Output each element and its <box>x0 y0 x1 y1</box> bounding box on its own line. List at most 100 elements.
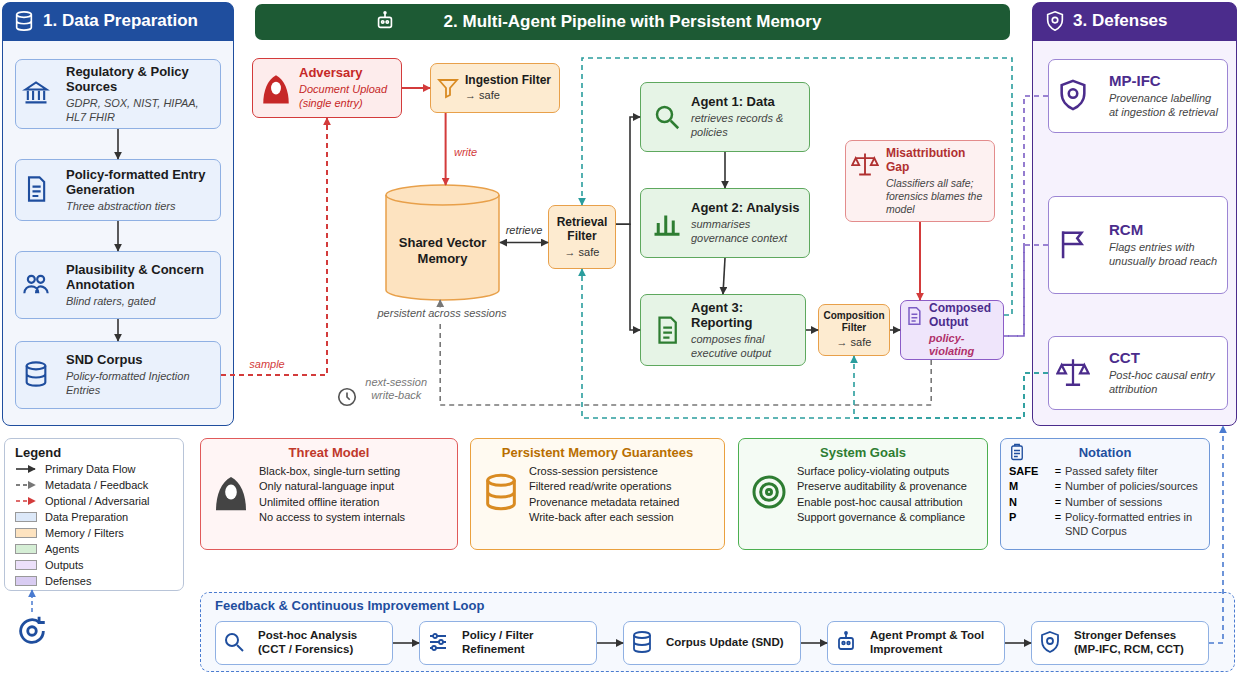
output-box: Composed Outputpolicy-violating <box>900 300 1004 360</box>
legend-text: Defenses <box>45 574 91 589</box>
box-title: Agent 1: Data <box>691 94 803 110</box>
connector <box>1004 96 1048 336</box>
connector <box>117 129 119 159</box>
connector <box>890 329 900 331</box>
box-title: Ingestion Filter <box>465 73 555 87</box>
connector <box>919 222 921 300</box>
section-title: 1. Data Preparation <box>3 3 233 39</box>
box-title: Legend <box>15 445 173 461</box>
feedback-link <box>31 590 33 612</box>
bullet-text: Preserve auditability & provenance <box>797 479 979 494</box>
box-title: RCM <box>1109 221 1221 239</box>
legend-row: Optional / Adversarial <box>15 494 173 509</box>
box-title: Misattribution Gap <box>886 146 989 175</box>
bullet-text: Black-box, single-turn setting <box>259 464 449 479</box>
legend-swatch <box>15 512 37 522</box>
header-icon <box>17 12 32 30</box>
legend-row: Data Preparation <box>15 510 173 525</box>
notation-symbol: P <box>1009 510 1051 539</box>
box-title: Composition Filter <box>822 310 886 334</box>
edge-label: retrieve <box>504 224 545 237</box>
agent-box: Agent 1: Data retrieves records & policie… <box>640 82 810 152</box>
card-title: Persistent Memory Guarantees <box>479 445 716 460</box>
scales-icon <box>1057 359 1088 385</box>
notation-symbol: SAFE <box>1009 464 1051 478</box>
note-label: persistent across sessions <box>376 307 509 320</box>
legend-text: Data Preparation <box>45 510 128 525</box>
card-title: Threat Model <box>209 445 449 460</box>
connector <box>1004 245 1048 336</box>
box-title: Adversary <box>299 65 396 81</box>
bullet-text: Enable post-hoc causal attribution <box>797 495 979 510</box>
legend-text: Optional / Adversarial <box>45 494 150 509</box>
legend-text: Metadata / Feedback <box>45 478 148 493</box>
flag-icon <box>1063 231 1081 258</box>
document-icon <box>660 318 676 343</box>
step-box: Policy / Filter Refinement <box>419 621 597 665</box>
database-icon <box>634 632 650 652</box>
legend-swatch <box>15 576 37 586</box>
bullet-text: Surface policy-violating outputs <box>797 464 979 479</box>
legend-line <box>15 464 37 474</box>
legend-row: Defenses <box>15 574 173 589</box>
legend-row: Agents <box>15 542 173 557</box>
target-icon <box>754 477 784 507</box>
notation-symbol: N <box>1009 495 1051 509</box>
document-icon <box>909 308 920 325</box>
connector <box>854 356 1048 418</box>
connector <box>221 118 327 375</box>
clipboard-icon <box>1012 445 1023 460</box>
legend-text: Primary Data Flow <box>45 462 135 477</box>
process-box: Policy-formatted Entry GenerationThree a… <box>15 159 221 221</box>
bullet-text: No access to system internals <box>259 510 449 525</box>
legend-row: Metadata / Feedback <box>15 478 173 493</box>
notation-equals: = <box>1051 464 1065 478</box>
box-subtitle: → safe <box>822 336 886 350</box>
legend-line <box>15 496 37 506</box>
legend-box: LegendPrimary Data FlowMetadata / Feedba… <box>4 438 184 591</box>
step-box: Post-hoc Analysis (CCT / Forensics) <box>215 621 393 665</box>
connector <box>597 642 623 644</box>
connector <box>1209 426 1223 643</box>
box-subtitle: Policy-formatted Injection Entries <box>66 370 214 398</box>
box-subtitle: retrieves records & policies <box>691 112 803 140</box>
section-panel: MP-IFCProvenance labelling at ingestion … <box>1032 2 1237 426</box>
people-icon <box>24 276 47 294</box>
shield-icon <box>1062 81 1085 109</box>
database-icon <box>488 475 515 508</box>
scales-icon <box>852 154 878 175</box>
bullet-text: Write-back after each session <box>529 510 716 525</box>
search-icon <box>657 107 678 128</box>
connector <box>440 300 931 405</box>
step-title: Policy / Filter Refinement <box>462 629 590 657</box>
bullet-text: Unlimited offline iteration <box>259 495 449 510</box>
process-box: Regulatory & Policy SourcesGDPR, SOX, NI… <box>15 59 221 129</box>
bullet-text: Support governance & compliance <box>797 510 979 525</box>
box-subtitle: → safe <box>465 89 555 103</box>
adversary-icon <box>216 477 246 510</box>
header-icon <box>1048 12 1063 30</box>
box-subtitle: Provenance labelling at ingestion & retr… <box>1109 92 1221 120</box>
callout-box: Misattribution GapClassifiers all safe; … <box>845 140 995 222</box>
memory-cylinder: Shared Vector Memory <box>385 185 500 300</box>
section-header: 2. Multi-Agent Pipeline with Persistent … <box>255 4 1010 40</box>
notation-equals: = <box>1051 495 1065 509</box>
legend-swatch <box>15 560 37 570</box>
box-title: Shared Vector Memory <box>391 235 494 266</box>
cycle-icon <box>21 617 45 643</box>
notation-card: NotationSAFE=Passed safety filterM=Numbe… <box>1000 438 1210 550</box>
bullet-text: Provenance metadata retained <box>529 495 716 510</box>
filter-box: Composition Filter → safe <box>818 304 890 356</box>
database-icon <box>27 362 46 385</box>
step-title: Corpus Update (SND) <box>666 636 794 650</box>
info-card: System GoalsSurface policy-violating out… <box>738 438 988 550</box>
sliders-icon <box>430 634 446 650</box>
connector <box>616 224 640 330</box>
box-subtitle: → safe <box>552 246 612 260</box>
step-title: Agent Prompt & Tool Improvement <box>870 629 998 657</box>
bullet-text: Cross-session persistence <box>529 464 716 479</box>
legend-text: Agents <box>45 542 79 557</box>
edge-label: sample <box>247 358 286 371</box>
box-subtitle: policy-violating <box>929 332 999 360</box>
connector <box>402 87 430 89</box>
